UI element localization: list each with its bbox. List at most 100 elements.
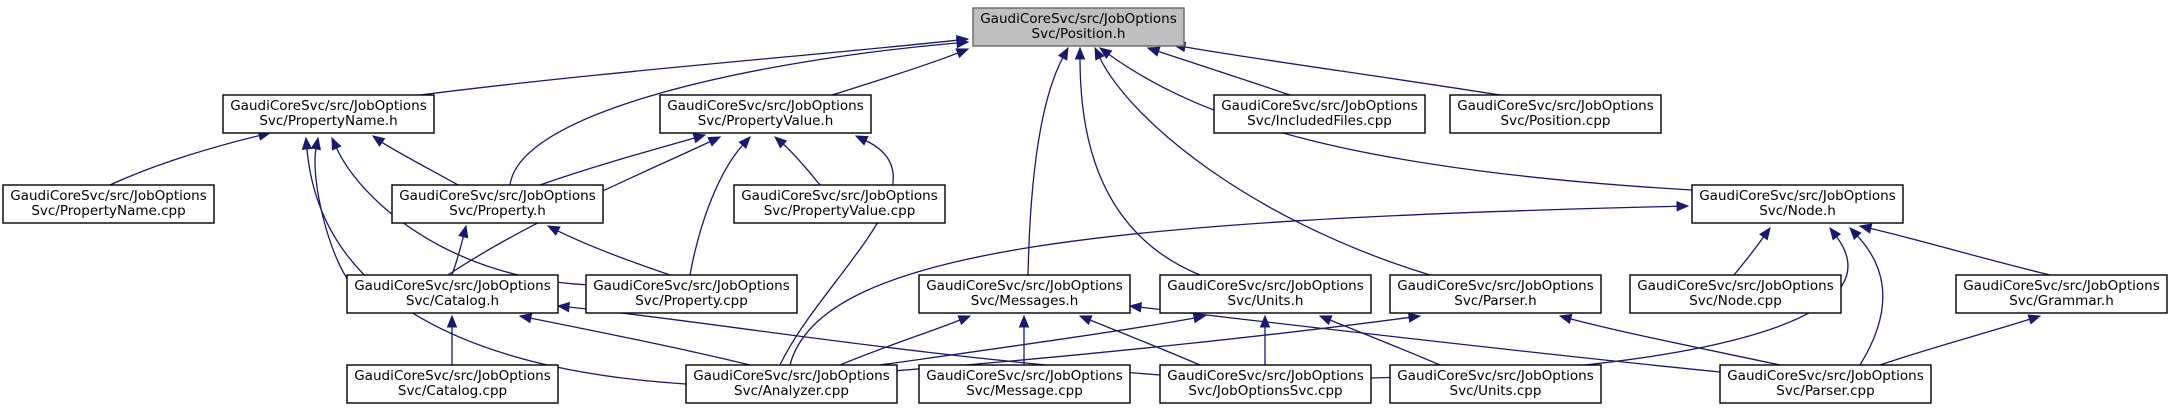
node-label-line-2: Svc/Catalog.cpp <box>398 383 507 399</box>
node-box[interactable] <box>346 364 559 404</box>
edge-arrowhead-parser_cpp-to-parser_h <box>1558 313 1573 325</box>
node-box[interactable] <box>391 184 604 224</box>
node-label-line-1: GaudiCoreSvc/src/JobOptions <box>10 188 207 204</box>
node-label-line-1: GaudiCoreSvc/src/JobOptions <box>1167 368 1364 384</box>
node-messages-h[interactable]: GaudiCoreSvc/src/JobOptionsSvc/Messages.… <box>918 274 1131 314</box>
node-label-line-1: GaudiCoreSvc/src/JobOptions <box>593 278 790 294</box>
edge-arrowhead-units_cpp-to-units_h <box>1318 315 1333 326</box>
node-box[interactable] <box>222 94 435 134</box>
node-label-line-2: Svc/Parser.h <box>1454 293 1536 309</box>
node-label-line-2: Svc/IncludedFiles.cpp <box>1247 113 1392 129</box>
node-box[interactable] <box>346 274 559 314</box>
edge-arrowhead-analyzer_cpp-to-parser_h <box>1407 312 1422 323</box>
node-box[interactable] <box>918 274 1131 314</box>
edge-arrowhead-joboptionssvc_cpp-to-catalog_h <box>556 301 570 313</box>
node-box[interactable] <box>1213 94 1426 134</box>
edge-arrowhead-message_cpp-to-messages_h <box>1018 314 1030 328</box>
node-position-cpp[interactable]: GaudiCoreSvc/src/JobOptionsSvc/Position.… <box>1449 94 1662 134</box>
edge-arrowhead-analyzer_cpp-to-messages_h <box>957 315 972 326</box>
edge-analyzer_cpp-to-messages_h <box>839 319 961 366</box>
node-box[interactable] <box>1955 274 2168 314</box>
node-propertyname-cpp[interactable]: GaudiCoreSvc/src/JobOptionsSvc/PropertyN… <box>2 184 215 224</box>
node-catalog-h[interactable]: GaudiCoreSvc/src/JobOptionsSvc/Catalog.h <box>346 274 559 314</box>
edge-arrowhead-includedfiles_cpp-to-position_h <box>1146 46 1161 57</box>
node-catalog-cpp[interactable]: GaudiCoreSvc/src/JobOptionsSvc/Catalog.c… <box>346 364 559 404</box>
node-label-line-2: Svc/Position.cpp <box>1501 113 1611 129</box>
edge-analyzer_cpp-to-parser_h <box>879 316 1411 373</box>
node-message-cpp[interactable]: GaudiCoreSvc/src/JobOptionsSvc/Message.c… <box>918 364 1131 404</box>
node-label-line-1: GaudiCoreSvc/src/JobOptions <box>980 11 1177 27</box>
node-box[interactable] <box>1159 364 1372 404</box>
node-includedfiles-cpp[interactable]: GaudiCoreSvc/src/JobOptionsSvc/IncludedF… <box>1213 94 1426 134</box>
node-property-h[interactable]: GaudiCoreSvc/src/JobOptionsSvc/Property.… <box>391 184 604 224</box>
edge-propertyname_h-to-position_h <box>419 39 959 96</box>
edge-grammar_h-to-node_h <box>1869 227 2051 276</box>
node-label-line-2: Svc/Parser.cpp <box>1776 383 1874 399</box>
node-label-line-1: GaudiCoreSvc/src/JobOptions <box>230 98 427 114</box>
node-box[interactable] <box>1691 184 1904 224</box>
edge-propertyname_cpp-to-propertyname_h <box>109 134 261 186</box>
node-label-line-2: Svc/PropertyValue.cpp <box>764 203 916 219</box>
edge-includedfiles_cpp-to-position_h <box>1157 50 1291 96</box>
edge-catalog_h-to-property_h <box>451 235 465 276</box>
edge-property_h-to-position_h <box>509 42 959 186</box>
node-label-line-2: Svc/PropertyValue.h <box>698 113 834 129</box>
edge-arrowhead-grammar_h-to-node_h <box>1858 223 1873 234</box>
edge-arrowhead-catalog_h-to-property_h <box>458 224 469 239</box>
node-propertyvalue-cpp[interactable]: GaudiCoreSvc/src/JobOptionsSvc/PropertyV… <box>733 184 946 224</box>
node-box[interactable] <box>1389 274 1602 314</box>
edge-arrowhead-analyzer_cpp-to-node_h <box>1676 201 1690 212</box>
node-parser-cpp[interactable]: GaudiCoreSvc/src/JobOptionsSvc/Parser.cp… <box>1719 364 1932 404</box>
node-parser-h[interactable]: GaudiCoreSvc/src/JobOptionsSvc/Parser.h <box>1389 274 1602 314</box>
edge-parser_cpp-to-parser_h <box>1569 317 1781 366</box>
node-position-h[interactable]: GaudiCoreSvc/src/JobOptionsSvc/Position.… <box>972 7 1185 47</box>
node-box[interactable] <box>659 94 872 134</box>
node-label-line-1: GaudiCoreSvc/src/JobOptions <box>1727 368 1924 384</box>
node-label-line-2: Svc/JobOptionsSvc.cpp <box>1188 383 1342 399</box>
edge-units_cpp-to-units_h <box>1329 319 1441 366</box>
edge-node_h-to-position_h <box>1107 53 1693 191</box>
edge-analyzer_cpp-to-propertyname_h <box>306 147 687 385</box>
edge-analyzer_cpp-to-catalog_h <box>529 317 751 366</box>
edge-arrowhead-messages_h-to-position_h <box>1057 46 1069 61</box>
edge-arrowhead-node_cpp-to-node_h <box>1759 226 1771 241</box>
node-units-h[interactable]: GaudiCoreSvc/src/JobOptionsSvc/Units.h <box>1159 274 1372 314</box>
node-label-line-1: GaudiCoreSvc/src/JobOptions <box>354 278 551 294</box>
node-label-line-2: Svc/Units.h <box>1228 293 1304 309</box>
edge-arrowhead-propertyvalue_h-to-position_h <box>955 48 970 59</box>
node-node-cpp[interactable]: GaudiCoreSvc/src/JobOptionsSvc/Node.cpp <box>1629 274 1842 314</box>
node-units-cpp[interactable]: GaudiCoreSvc/src/JobOptionsSvc/Units.cpp <box>1389 364 1602 404</box>
node-grammar-h[interactable]: GaudiCoreSvc/src/JobOptionsSvc/Grammar.h <box>1955 274 2168 314</box>
node-box[interactable] <box>733 184 946 224</box>
node-box[interactable] <box>585 274 798 314</box>
node-label-line-1: GaudiCoreSvc/src/JobOptions <box>1397 278 1594 294</box>
node-propertyvalue-h[interactable]: GaudiCoreSvc/src/JobOptionsSvc/PropertyV… <box>659 94 872 134</box>
node-label-line-1: GaudiCoreSvc/src/JobOptions <box>1699 188 1896 204</box>
node-label-line-2: Svc/Message.cpp <box>966 383 1083 399</box>
node-label-line-2: Svc/Messages.h <box>971 293 1079 309</box>
node-box[interactable] <box>2 184 215 224</box>
edge-parser_cpp-to-grammar_h <box>1879 318 2031 366</box>
edge-arrowhead-property_cpp-to-propertyvalue_h <box>738 136 751 150</box>
node-box[interactable] <box>918 364 1131 404</box>
node-box[interactable] <box>1449 94 1662 134</box>
node-analyzer-cpp[interactable]: GaudiCoreSvc/src/JobOptionsSvc/Analyzer.… <box>685 364 898 404</box>
node-label-line-2: Svc/Catalog.h <box>406 293 499 309</box>
node-label-line-1: GaudiCoreSvc/src/JobOptions <box>354 368 551 384</box>
edge-arrowhead-node_h-to-position_h <box>1098 47 1113 59</box>
node-label-line-1: GaudiCoreSvc/src/JobOptions <box>693 368 890 384</box>
node-joboptionssvc-cpp[interactable]: GaudiCoreSvc/src/JobOptionsSvc/JobOption… <box>1159 364 1372 404</box>
node-label-line-1: GaudiCoreSvc/src/JobOptions <box>667 98 864 114</box>
nodes-layer: GaudiCoreSvc/src/JobOptionsSvc/Position.… <box>2 7 2168 404</box>
node-label-line-2: Svc/Property.cpp <box>635 293 748 309</box>
node-property-cpp[interactable]: GaudiCoreSvc/src/JobOptionsSvc/Property.… <box>585 274 798 314</box>
node-box[interactable] <box>1629 274 1842 314</box>
node-box[interactable] <box>972 7 1185 47</box>
node-box[interactable] <box>1389 364 1602 404</box>
node-box[interactable] <box>685 364 898 404</box>
edge-analyzer_cpp-to-node_h <box>789 205 1679 366</box>
node-box[interactable] <box>1159 274 1372 314</box>
node-box[interactable] <box>1719 364 1932 404</box>
node-node-h[interactable]: GaudiCoreSvc/src/JobOptionsSvc/Node.h <box>1691 184 1904 224</box>
node-propertyname-h[interactable]: GaudiCoreSvc/src/JobOptionsSvc/PropertyN… <box>222 94 435 134</box>
